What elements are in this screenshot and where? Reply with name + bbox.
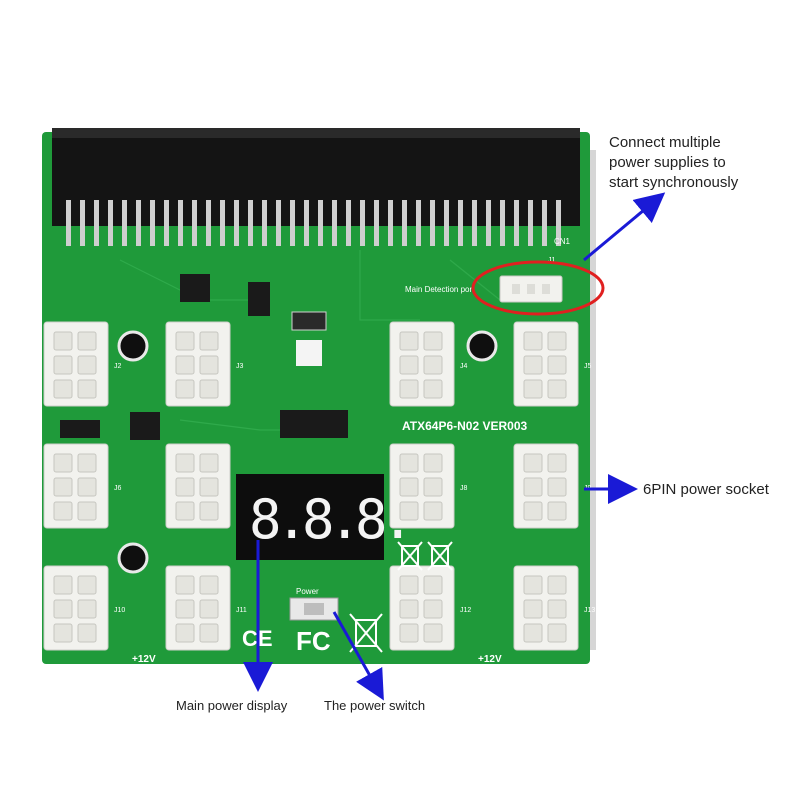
socket-label: J3 <box>236 363 244 370</box>
pcb-board <box>42 132 590 664</box>
connector-pin <box>472 200 477 246</box>
socket-label: J12 <box>460 607 471 614</box>
connector-pin <box>262 200 267 246</box>
connector-pin <box>402 200 407 246</box>
connector-pin <box>122 200 127 246</box>
six-pin-socket: J10 <box>43 565 125 651</box>
switch-s1 <box>291 311 327 331</box>
six-pin-socket: J11 <box>165 565 247 651</box>
weee-icon <box>349 613 383 653</box>
connector-pin <box>444 200 449 246</box>
connector-pin <box>416 200 421 246</box>
pcb-shadow-right <box>590 150 596 650</box>
six-pin-socket: J2 <box>43 321 122 407</box>
connector-pin <box>290 200 295 246</box>
connector-pins <box>66 200 561 246</box>
socket-label: J11 <box>236 607 247 614</box>
connector-pin <box>108 200 113 246</box>
connector-pin <box>234 200 239 246</box>
socket-label: J10 <box>114 607 125 614</box>
connector-pin <box>276 200 281 246</box>
detection-port-label: Main Detection port <box>405 285 475 294</box>
callout-sync-line2: power supplies to <box>609 154 726 171</box>
connector-pin <box>486 200 491 246</box>
six-pin-socket: J6 <box>43 443 122 529</box>
callout-socket: 6PIN power socket <box>643 481 769 498</box>
port-id: J1 <box>548 257 556 264</box>
connector-pin <box>458 200 463 246</box>
ic-chip <box>60 420 100 438</box>
connector-pin <box>94 200 99 246</box>
connector-pin <box>556 200 561 246</box>
arrow-sync <box>583 192 666 262</box>
callout-sync-line1: Connect multiple <box>609 134 721 151</box>
connector-pin <box>66 200 71 246</box>
highlight-ellipse <box>471 260 605 316</box>
ic-chip <box>248 282 270 316</box>
connector-pin <box>500 200 505 246</box>
mounting-hole <box>117 330 149 362</box>
ic-chip <box>180 274 210 302</box>
six-pin-sockets: J2J3J4J5J6J7J8J9J10J11J12J13 <box>43 321 595 651</box>
connector-pin <box>346 200 351 246</box>
socket-label: J13 <box>584 607 595 614</box>
connector-pin <box>136 200 141 246</box>
socket-label: J5 <box>584 363 592 370</box>
connector-pin <box>80 200 85 246</box>
display-digits: 8.8.8. <box>249 488 408 551</box>
six-pin-socket: J4 <box>389 321 468 407</box>
six-pin-socket: J3 <box>165 321 244 407</box>
six-pin-socket: J8 <box>389 443 468 529</box>
connector-pin <box>514 200 519 246</box>
connector-pin <box>178 200 183 246</box>
connector-pin <box>332 200 337 246</box>
connector-pin <box>192 200 197 246</box>
connector-pin <box>388 200 393 246</box>
socket-label: J8 <box>460 485 468 492</box>
arrow-switch <box>332 611 384 701</box>
callout-sync-line3: start synchronously <box>609 174 739 191</box>
voltage-label-left: +12V <box>132 654 156 665</box>
ic-chip <box>280 410 348 438</box>
callout-display: Main power display <box>176 698 288 713</box>
socket-label: J2 <box>114 363 122 370</box>
power-display <box>236 474 384 560</box>
socket-label: J6 <box>114 485 122 492</box>
callout-switch: The power switch <box>324 698 426 713</box>
connector-id: CN1 <box>554 237 571 246</box>
mounting-hole <box>466 330 498 362</box>
connector-pin <box>430 200 435 246</box>
weee-icon <box>397 541 453 571</box>
voltage-label-right: +12V <box>478 654 502 665</box>
connector-pin <box>150 200 155 246</box>
connector-pin <box>304 200 309 246</box>
connector-pin <box>206 200 211 246</box>
connector-pin <box>164 200 169 246</box>
power-label: Power <box>296 587 319 596</box>
six-pin-socket: J5 <box>513 321 592 407</box>
mounting-hole <box>117 542 149 574</box>
connector-pin <box>318 200 323 246</box>
connector-pin <box>220 200 225 246</box>
six-pin-socket: J13 <box>513 565 595 651</box>
led-chip <box>296 340 322 366</box>
callout-sync: Connect multiple power supplies to start… <box>609 133 738 193</box>
connector-pin <box>542 200 547 246</box>
connector-pin <box>248 200 253 246</box>
six-pin-socket: J7 <box>165 443 244 529</box>
connector-pin <box>374 200 379 246</box>
six-pin-socket: J12 <box>389 565 471 651</box>
ic-chip <box>130 412 160 440</box>
connector-pin <box>360 200 365 246</box>
connector-pin <box>528 200 533 246</box>
model-label: ATX64P6-N02 VER003 <box>402 419 528 433</box>
fc-mark: FC <box>296 626 331 656</box>
socket-label: J4 <box>460 363 468 370</box>
